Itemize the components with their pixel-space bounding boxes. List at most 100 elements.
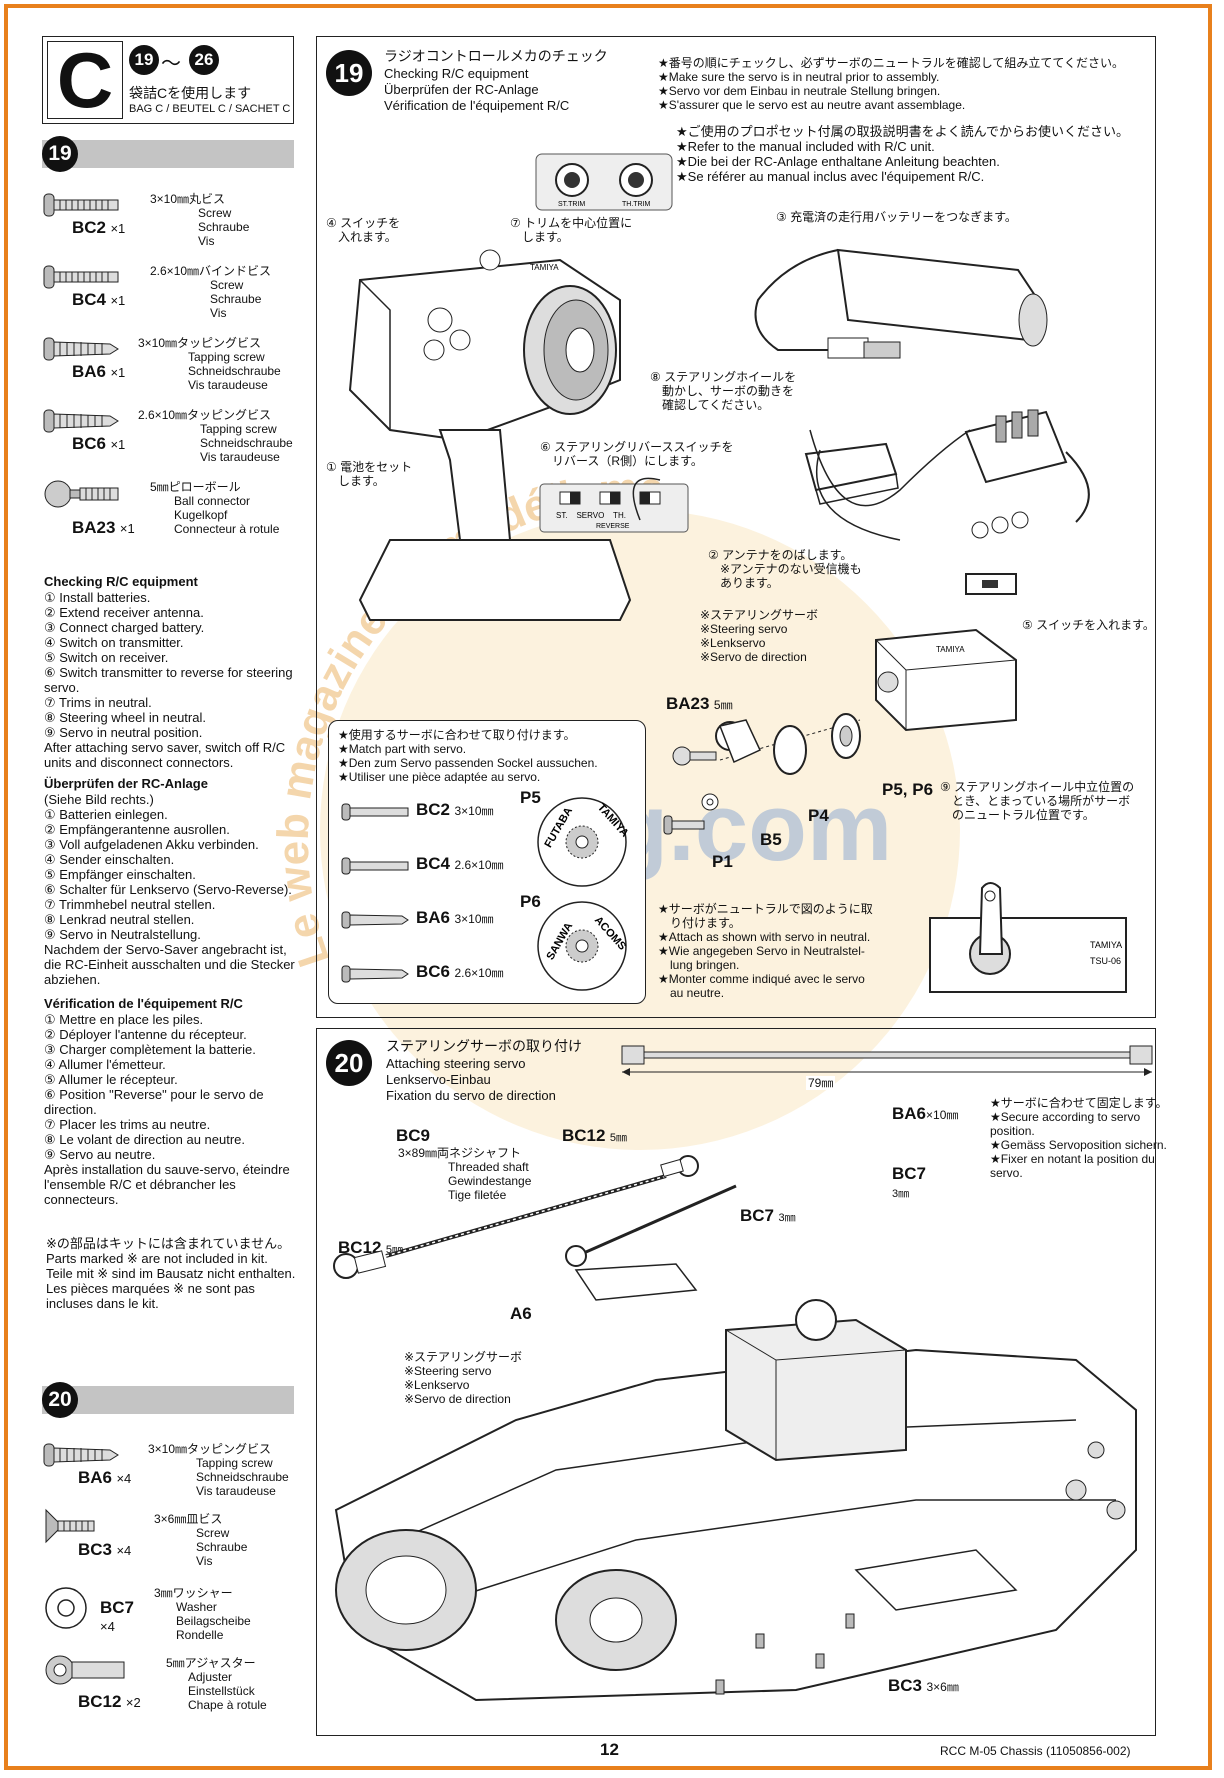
part-spec: 5㎜ピローボール (150, 480, 241, 494)
neutral-note: ★サーボがニュートラルで図のように取 り付けます。 ★Attach as sho… (658, 902, 873, 1000)
screw-icon (43, 265, 119, 289)
step20-title-jp: ステアリングサーボの取り付け (386, 1038, 582, 1054)
trim-knobs-illustration: ST.TRIM TH.TRIM (535, 153, 673, 211)
checking-de-title: Überprüfen der RC-Anlage (44, 776, 208, 791)
checking-en-body: ① Install batteries. ② Extend receiver a… (44, 590, 293, 770)
callout-1: ① 電池をセット します。 (326, 460, 413, 488)
part-names: Washer Beilagscheibe Rondelle (176, 1600, 251, 1642)
part-row: BC3 ×4 (78, 1540, 132, 1559)
esc-illustration (964, 409, 1090, 523)
servo-brand: TAMIYA (936, 645, 965, 654)
part-names: Screw Schraube Vis (210, 278, 262, 320)
chassis-illustration (334, 1263, 1137, 1702)
part-names: Screw Schraube Vis (196, 1526, 248, 1568)
step20-badge: 20 (326, 1040, 372, 1086)
reverse-switch-sub: REVERSE (596, 523, 630, 530)
p1-label: P1 (712, 852, 733, 871)
step-range-tilde: 〜 (161, 53, 181, 75)
callout-9: ⑨ ステアリングホイール中立位置の とき、とまっている場所がサーボ のニュートラ… (940, 780, 1135, 822)
callout-8: ⑧ ステアリングホイールを 動かし、サーボの動きを 確認してください。 (650, 370, 797, 412)
part-spec: 3×6㎜皿ビス (154, 1512, 223, 1526)
part-spec: 2.6×10㎜タッピングビス (138, 408, 272, 422)
tapping-screw-icon (43, 337, 119, 361)
parts19-bar (42, 140, 294, 168)
part-row: BC2 ×1 (72, 218, 126, 237)
step20-title-fr: Fixation du servo de direction (386, 1088, 556, 1103)
bag-letter-box: C (47, 41, 123, 119)
adjuster-icon (45, 1655, 125, 1685)
callout-4: ④ スイッチを 入れます。 (326, 216, 401, 244)
washer-part (701, 793, 719, 811)
part-row: BA6 ×1 (72, 362, 126, 381)
page-border (4, 4, 1212, 1770)
part-spec: 3×10㎜タッピングビス (148, 1442, 272, 1456)
footer-doc: RCC M-05 Chassis (11050856-002) (940, 1744, 1131, 1758)
bc3-label: BC3 3×6㎜ (888, 1676, 959, 1695)
part-spec: 3×10㎜タッピングビス (138, 336, 262, 350)
inset-screw-icon (341, 965, 409, 983)
bag-letter: C (56, 36, 114, 124)
callout-3: ③ 充電済の走行用バッテリーをつなぎます。 (776, 210, 1017, 224)
step19-title-fr: Vérification de l'équipement R/C (384, 98, 570, 113)
checking-de-body: (Siehe Bild rechts.) ① Batterien einlege… (44, 792, 295, 987)
bag-jp: 袋詰Cを使用します (129, 85, 252, 101)
transmitter-illustration: TAMIYA (348, 249, 632, 621)
bc9-spec: 3×89㎜両ネジシャフト (398, 1146, 522, 1160)
part-names: Ball connector Kugelkopf Connecteur à ro… (174, 494, 280, 536)
ba6-label: BA6×10㎜ (892, 1104, 959, 1123)
step19-title-jp: ラジオコントロールメカのチェック (384, 48, 608, 64)
tapping-screw-icon (43, 1443, 119, 1467)
screw-icon (43, 193, 119, 217)
tapping-screw-icon (43, 409, 119, 433)
step19-notice1: ★番号の順にチェックし、必ずサーボのニュートラルを確認して組み立ててください。 … (658, 56, 1125, 112)
callout-6: ⑥ ステアリングリバーススイッチを リバース（R側）にします。 (540, 440, 734, 468)
step20-title-de: Lenkservo-Einbau (386, 1072, 491, 1087)
step19-badge: 19 (326, 50, 372, 96)
p6-disc: SANWA ACOMS (537, 901, 628, 991)
washer-icon (45, 1587, 87, 1629)
secure-note: ★サーボに合わせて固定します。 ★Secure according to ser… (990, 1096, 1168, 1180)
inset-screw-icon (341, 803, 409, 821)
ba23-label: BA23 5㎜ (666, 694, 733, 713)
p6-label: P6 (520, 892, 541, 911)
step19-notice2: ★ご使用のプロポセット付属の取扱説明書をよく読んでからお使いください。 ★Ref… (676, 124, 1130, 184)
checking-en-title: Checking R/C equipment (44, 574, 198, 589)
inset-screw-label: BC4 2.6×10㎜ (416, 854, 504, 873)
a6-label: A6 (510, 1304, 532, 1323)
page-number: 12 (600, 1740, 619, 1759)
shaft-scale (621, 1045, 1153, 1076)
battery-illustration (754, 248, 1048, 359)
bag-header: C 19 〜 26 袋詰Cを使用します BAG C / BEUTEL C / S… (42, 36, 294, 124)
p5-label: P5 (520, 788, 541, 807)
reverse-switch-illustration: ST. SERVO TH. REVERSE (539, 483, 689, 533)
th-trim-label: TH.TRIM (622, 201, 651, 208)
step20-title-en: Attaching steering servo (386, 1056, 526, 1071)
p5-disc: FUTABA TAMIYA (537, 797, 631, 887)
checking-fr-title: Vérification de l'équipement R/C (44, 996, 243, 1011)
servo-saver-exploded (715, 713, 861, 775)
inset-screw-label: BC6 2.6×10㎜ (416, 962, 504, 981)
part-spec: 5㎜アジャスター (166, 1656, 256, 1670)
bc12-label-top: BC12 5㎜ (562, 1126, 628, 1145)
step20-panel (316, 1028, 1156, 1736)
inset-screw-label: BC2 3×10㎜ (416, 800, 494, 819)
ball-connector-icon (44, 480, 119, 508)
st-trim-label: ST.TRIM (558, 201, 585, 208)
servo-neutral-brand: TAMIYA (1090, 940, 1122, 950)
part-spec: 3×10㎜丸ビス (150, 192, 226, 206)
ball-connector-part (672, 746, 717, 766)
wiring-illustration (632, 429, 1029, 541)
part-row: BA6 ×4 (78, 1468, 132, 1487)
b5-label: B5 (760, 830, 782, 849)
servo-illustration: TAMIYA (875, 628, 1017, 732)
parts19-badge: 19 (42, 136, 78, 172)
part-row: BC7×4 (100, 1598, 135, 1634)
part-row: BC4 ×1 (72, 290, 126, 309)
servo-label: ※ステアリングサーボ ※Steering servo ※Lenkservo ※S… (700, 608, 819, 664)
part-row: BA23 ×1 (72, 518, 135, 537)
part-names: Tapping screw Schneidschraube Vis taraud… (196, 1456, 289, 1498)
step19-panel (316, 36, 1156, 1018)
step19-title-de: Überprüfen der RC-Anlage (384, 82, 539, 97)
step19-title-en: Checking R/C equipment (384, 66, 529, 81)
